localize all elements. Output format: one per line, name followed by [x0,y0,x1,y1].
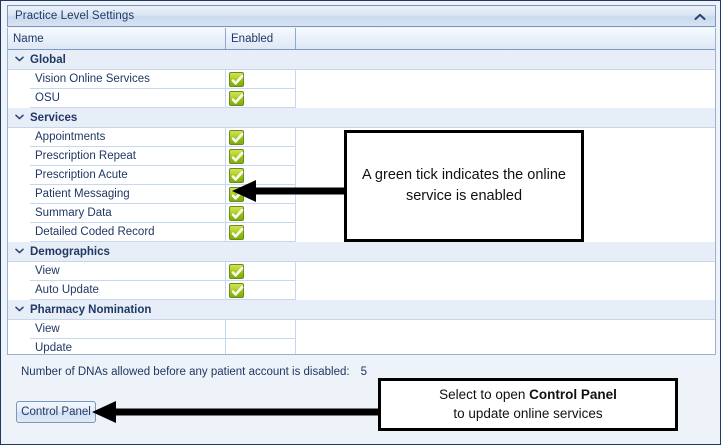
row-indent [8,147,30,166]
dna-setting-line: Number of DNAs allowed before any patien… [21,366,367,378]
row-indent [8,204,30,223]
enabled-checkbox-checked[interactable] [229,263,244,279]
annotation-tick-callout-text: A green tick indicates the online servic… [362,167,566,204]
cell-blank [296,339,715,354]
cell-enabled[interactable] [226,223,296,242]
cell-enabled[interactable] [226,70,296,89]
cell-name: Prescription Repeat [30,147,226,166]
cell-name: Update [30,339,226,354]
row-indent [8,223,30,242]
cell-name: Detailed Coded Record [30,223,226,242]
chevron-down-icon[interactable] [8,305,30,314]
cell-enabled[interactable] [226,128,296,147]
group-label: Demographics [30,245,110,258]
chevron-up-icon[interactable] [693,10,707,24]
dna-label: Number of DNAs allowed before any patien… [21,366,350,378]
table-row[interactable]: Auto Update [8,281,715,300]
cell-name: Auto Update [30,281,226,300]
annotation-tick-callout: A green tick indicates the online servic… [344,130,584,242]
cell-name: Prescription Acute [30,166,226,185]
cell-name: View [30,320,226,339]
cell-name: Vision Online Services [30,70,226,89]
annotation-control-panel-callout: Select to open Control Panel to update o… [378,378,678,431]
enabled-checkbox-checked[interactable] [229,224,244,240]
table-row[interactable]: View [8,262,715,281]
table-row[interactable]: OSU [8,89,715,108]
cell-blank [296,320,715,339]
table-row[interactable]: View [8,320,715,339]
dna-value: 5 [360,366,367,378]
control-panel-button[interactable]: Control Panel [16,401,96,423]
enabled-checkbox-checked[interactable] [229,71,244,87]
enabled-checkbox-checked[interactable] [229,148,244,164]
annotation-strong: Control Panel [529,386,617,402]
table-row[interactable]: Update [8,339,715,354]
window-titlebar[interactable]: Practice Level Settings [7,5,716,27]
row-indent [8,185,30,204]
row-indent [8,320,30,339]
cell-name: Appointments [30,128,226,147]
row-indent [8,128,30,147]
group-header-row[interactable]: Global [8,50,715,70]
cell-enabled[interactable] [226,320,296,339]
row-indent [8,339,30,354]
row-indent [8,70,30,89]
cell-enabled[interactable] [226,147,296,166]
chevron-down-icon[interactable] [8,247,30,256]
enabled-checkbox-checked[interactable] [229,282,244,298]
cell-enabled[interactable] [226,281,296,300]
row-indent [8,281,30,300]
row-indent [8,166,30,185]
cell-blank [296,262,715,281]
grid-header-row: Name Enabled [8,28,715,50]
enabled-checkbox-checked[interactable] [229,129,244,145]
enabled-checkbox-checked[interactable] [229,167,244,183]
cell-blank [296,70,715,89]
group-label: Services [30,111,78,124]
cell-enabled[interactable] [226,339,296,354]
cell-blank [296,89,715,108]
cell-enabled[interactable] [226,89,296,108]
cell-enabled[interactable] [226,262,296,281]
group-label: Pharmacy Nomination [30,303,152,316]
page-title: Practice Level Settings [15,10,135,22]
row-indent [8,262,30,281]
column-header-enabled[interactable]: Enabled [226,28,296,49]
cell-enabled[interactable] [226,185,296,204]
cell-blank [296,281,715,300]
cell-enabled[interactable] [226,204,296,223]
enabled-checkbox-checked[interactable] [229,205,244,221]
cell-name: Patient Messaging [30,185,226,204]
cell-name: OSU [30,89,226,108]
cell-name: Summary Data [30,204,226,223]
table-row[interactable]: Vision Online Services [8,70,715,89]
cell-name: View [30,262,226,281]
annotation-line2: to update online services [453,405,603,421]
column-header-name[interactable]: Name [8,28,226,49]
group-label: Global [30,53,66,66]
enabled-checkbox-checked[interactable] [229,90,244,106]
group-header-row[interactable]: Demographics [8,242,715,262]
enabled-checkbox-checked[interactable] [229,186,244,202]
row-indent [8,89,30,108]
annotation-prefix: Select to open [439,386,530,402]
chevron-down-icon[interactable] [8,55,30,64]
annotation-control-panel-callout-text: Select to open Control Panel to update o… [431,386,625,423]
cell-enabled[interactable] [226,166,296,185]
chevron-down-icon[interactable] [8,113,30,122]
column-header-blank[interactable] [296,28,715,49]
group-header-row[interactable]: Pharmacy Nomination [8,300,715,320]
group-header-row[interactable]: Services [8,108,715,128]
